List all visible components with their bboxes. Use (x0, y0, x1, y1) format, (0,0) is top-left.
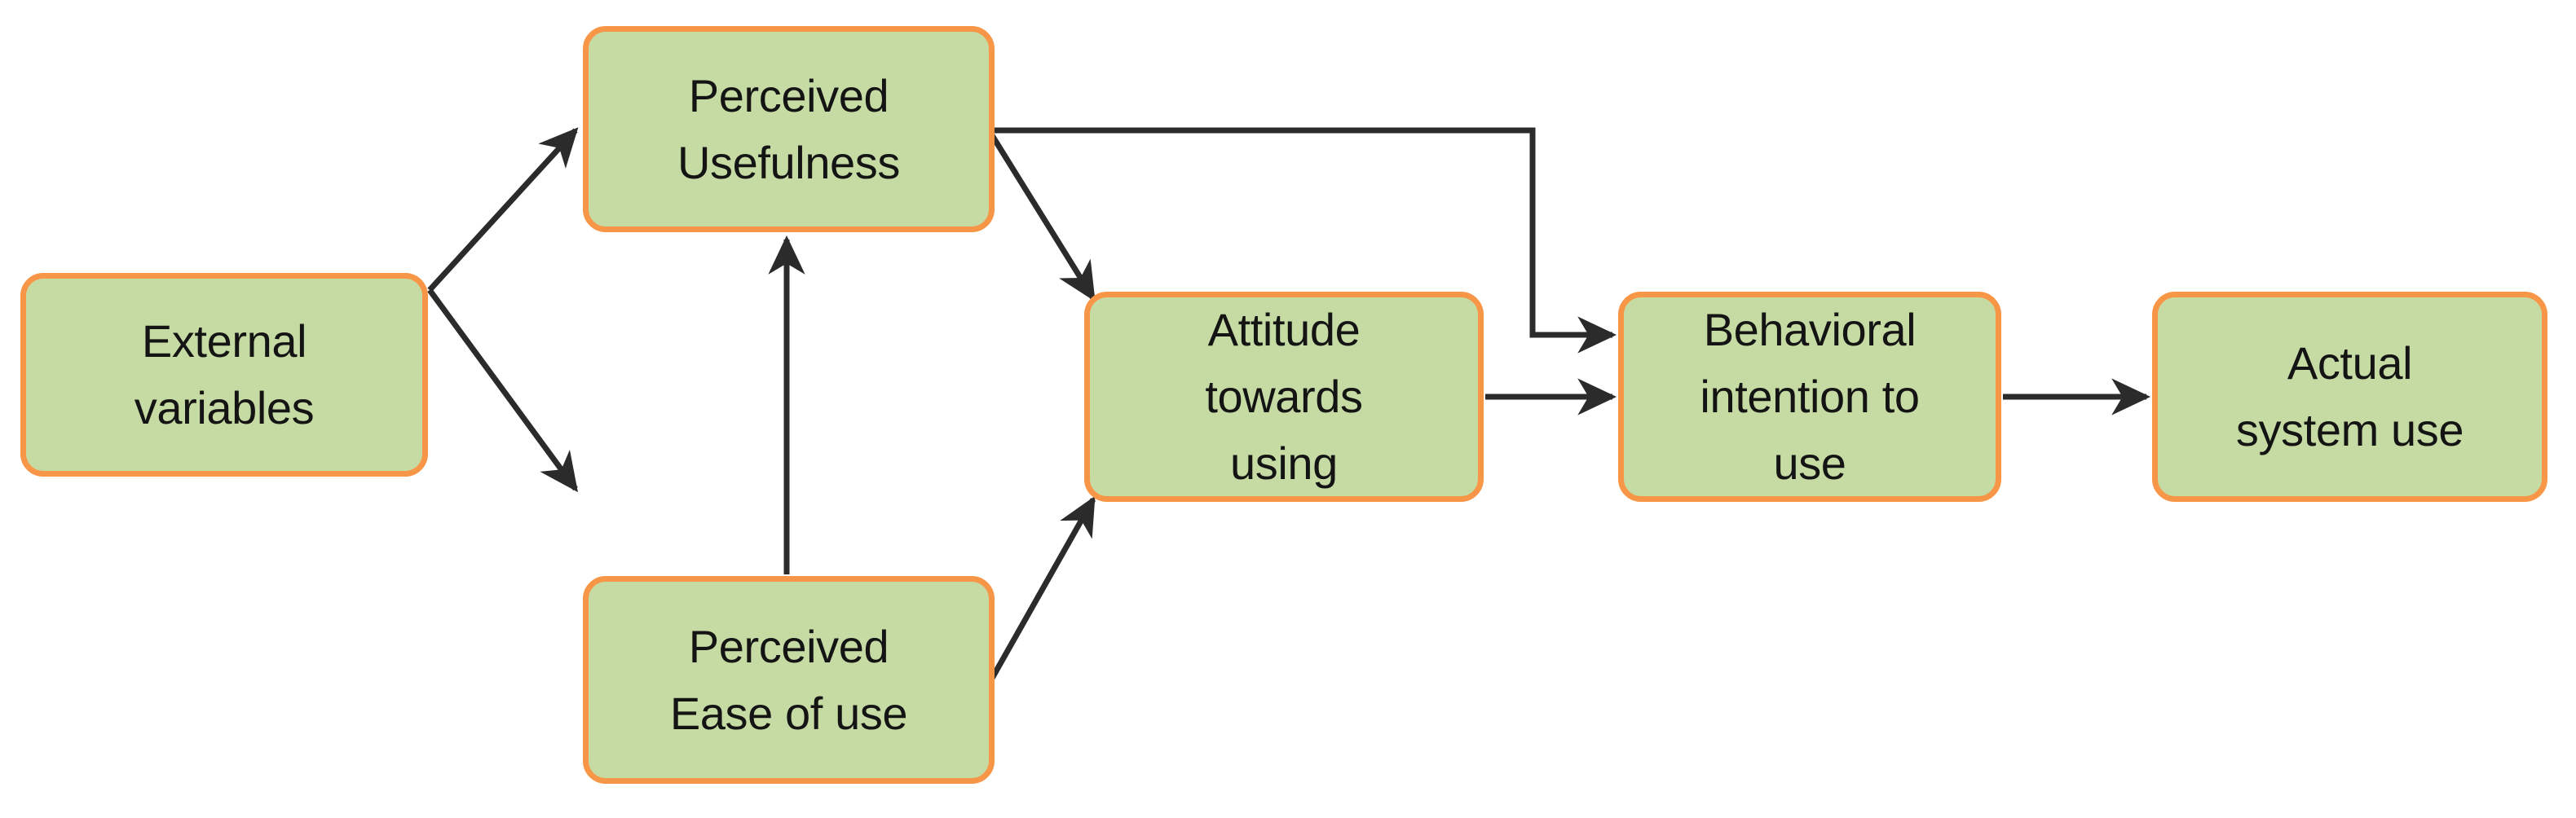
node-label-actual-system-use: Actual system use (2235, 337, 2464, 455)
node-perceived-usefulness[interactable]: Perceived Usefulness (583, 26, 995, 232)
node-perceived-ease-of-use[interactable]: Perceived Ease of use (583, 576, 995, 784)
node-label-behavioral-intention-to-use: Behavioral intention to use (1700, 304, 1920, 489)
node-external-variables[interactable]: External variables (20, 273, 428, 477)
edge-ease-to-attitude (987, 495, 1096, 683)
node-label-attitude-towards-using: Attitude towards using (1205, 304, 1363, 489)
edge-external-to-ease (427, 288, 578, 493)
edge-usefulness-to-attitude (988, 131, 1096, 302)
node-label-perceived-usefulness: Perceived Usefulness (677, 69, 901, 188)
node-behavioral-intention-to-use[interactable]: Behavioral intention to use (1618, 292, 2001, 502)
node-label-perceived-ease-of-use: Perceived Ease of use (669, 620, 908, 739)
node-attitude-towards-using[interactable]: Attitude towards using (1084, 292, 1484, 502)
edge-external-to-usefulness (427, 127, 579, 292)
node-label-external-variables: External variables (134, 315, 315, 433)
node-actual-system-use[interactable]: Actual system use (2152, 292, 2547, 502)
